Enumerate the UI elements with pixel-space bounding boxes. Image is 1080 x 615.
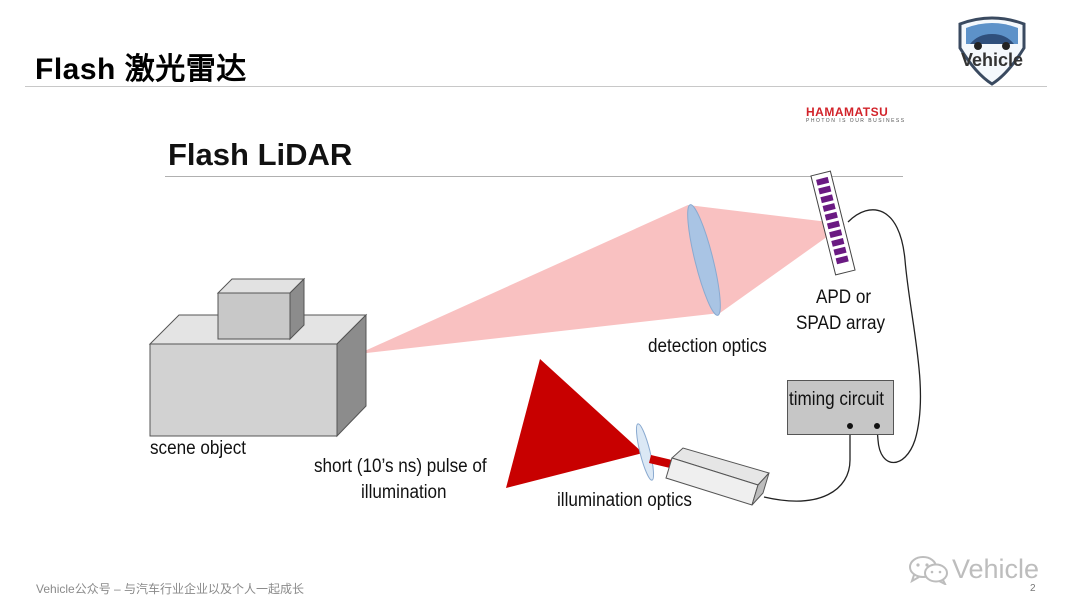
label-apd-line1: APD or [816, 287, 872, 308]
illumination-pulse [506, 359, 643, 488]
return-beam-in [358, 205, 720, 354]
footer-brand: Vehicle [952, 554, 1040, 584]
label-apd-line2: SPAD array [796, 313, 886, 334]
source-logo-name: HAMAMATSU [806, 105, 889, 119]
scene-object [148, 277, 368, 438]
page-number: 2 [1030, 583, 1036, 594]
detection-lens [687, 204, 721, 316]
title-divider [25, 86, 1047, 87]
apd-wire [847, 209, 922, 464]
return-beam-out [688, 205, 845, 313]
label-timing-circuit: timing circuit [789, 389, 885, 410]
wechat-icon [909, 556, 948, 585]
label-pulse-line1: short (10’s ns) pulse of [314, 456, 487, 477]
source-logo-tagline: PHOTON IS OUR BUSINESS [806, 118, 906, 124]
figure-heading: Flash LiDAR [168, 137, 353, 172]
illumination-lens [635, 423, 655, 481]
label-detection-optics: detection optics [648, 336, 767, 357]
vehicle-logo-icon: Vehicle [958, 16, 1026, 86]
figure-divider [165, 176, 903, 177]
label-scene-object: scene object [150, 438, 247, 459]
logo-text: Vehicle [961, 50, 1023, 70]
label-illumination-optics: illumination optics [557, 490, 692, 511]
laser-wire [763, 428, 851, 502]
footer-tagline: Vehicle公众号 – 与汽车行业企业以及个人一起成长 [36, 582, 305, 596]
slide-title: Flash 激光雷达 [35, 53, 247, 86]
apd-array [810, 170, 856, 276]
laser-source [649, 447, 770, 506]
label-pulse-line2: illumination [361, 482, 447, 503]
